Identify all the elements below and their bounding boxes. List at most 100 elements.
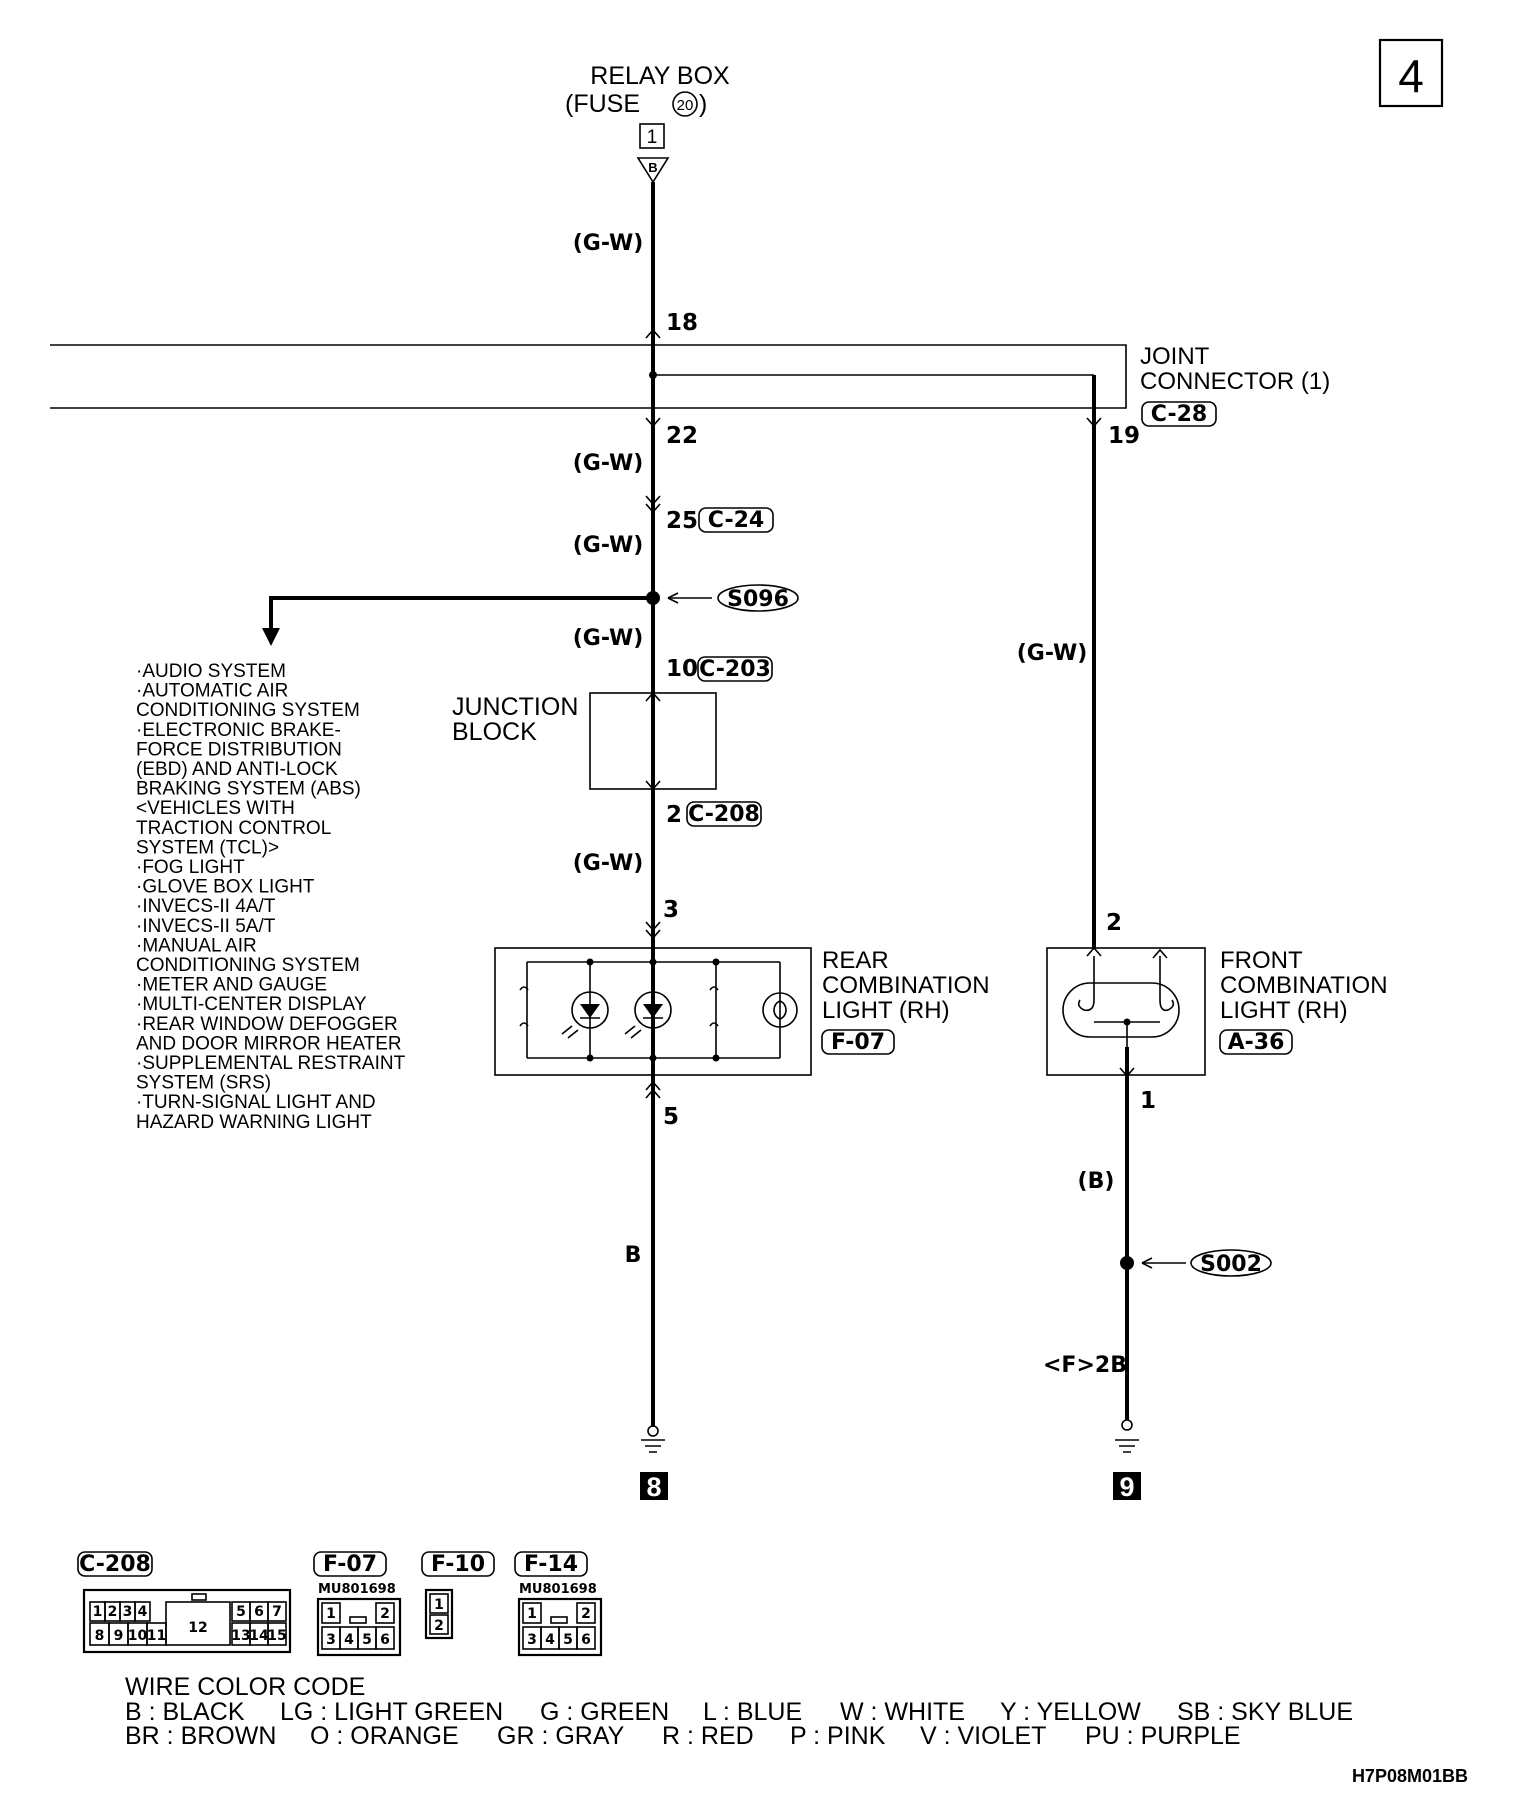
system-list-item: ·REAR WINDOW DEFOGGER [136, 1014, 398, 1035]
figure-code: H7P08M01BB [1352, 1766, 1468, 1786]
front-combination-light: 2 FRONT COMBINATION LIGHT (RH) A-36 1 [1046, 910, 1388, 1114]
led-icon [561, 991, 609, 1039]
connector-pin-number: 13 [231, 1628, 250, 1644]
rear-light-label-2: COMBINATION [822, 972, 990, 999]
system-list-item: ·AUDIO SYSTEM [136, 661, 286, 682]
joint-connector-label-2: CONNECTOR (1) [1140, 368, 1330, 395]
system-list-item: ·METER AND GAUGE [136, 975, 327, 996]
connector-cavity [134, 1601, 151, 1622]
wire-color-code-entry: SB : SKY BLUE [1177, 1698, 1353, 1726]
f07-view-part: MU801698 [318, 1582, 396, 1597]
rear-light-node-5 [649, 1054, 657, 1062]
f10-cells: 12 [429, 1593, 449, 1635]
ground-ref-box-right [1113, 1472, 1141, 1500]
rear-light-housing [494, 947, 812, 1076]
branch-arrow [262, 628, 280, 646]
system-list-item: ·MULTI-CENTER DISPLAY [136, 994, 367, 1015]
relay-terminal-box [639, 123, 665, 149]
wire-color-gw-3: (G-W) [573, 533, 644, 558]
connector-pin-number: 2 [380, 1606, 390, 1622]
connector-pin-number: 4 [545, 1632, 555, 1648]
system-list-item: HAZARD WARNING LIGHT [136, 1112, 372, 1133]
connector-pin-number: 2 [108, 1604, 118, 1620]
wire-color-code-entry: O : ORANGE [310, 1722, 459, 1750]
relay-box-fuse-label: (FUSE [565, 90, 640, 118]
connector-pin-number: 2 [434, 1618, 444, 1634]
rear-light-label-1: REAR [822, 947, 889, 974]
connector-pin-number: 3 [527, 1632, 537, 1648]
joint-node [649, 371, 657, 379]
wire-color-code-entry: LG : LIGHT GREEN [280, 1698, 503, 1726]
c208-view-body [82, 1588, 292, 1654]
f07-view-tag [313, 1551, 387, 1577]
connector-latch [349, 1616, 367, 1624]
relay-box: RELAY BOX (FUSE 20 ) 1 B [565, 62, 730, 184]
wire-color-code-entry: R : RED [662, 1722, 754, 1750]
joint-pin-18: 18 [666, 310, 698, 336]
c208-latch [191, 1593, 207, 1601]
c203-id: C-203 [699, 657, 771, 682]
relay-plug-triangle [636, 157, 670, 184]
wire-color-code-entry: Y : YELLOW [1000, 1698, 1141, 1726]
connector-view-f10: F-10 12 [421, 1551, 495, 1640]
rear-light-node-3 [712, 958, 720, 966]
front-bulb-outer [1062, 982, 1180, 1038]
relay-box-fuse-close: ) [699, 90, 707, 118]
s002-node [1120, 1256, 1134, 1270]
connector-pin-number: 3 [123, 1604, 133, 1620]
ground-ref-left: 8 [646, 1472, 661, 1502]
rear-light-node-6 [712, 1054, 720, 1062]
c28-tag [1141, 401, 1217, 427]
connector-cavity-large [165, 1601, 231, 1646]
front-light-aux-arrow [1152, 948, 1168, 959]
wire-color-code-entry: B : BLACK [125, 1698, 245, 1726]
system-list-item: CONDITIONING SYSTEM [136, 955, 360, 976]
wire-color-code-row-1: B : BLACK LG : LIGHT GREEN G : GREEN L : BL… [125, 1698, 1353, 1726]
wire-color-f2b: <F>2B [1043, 1353, 1127, 1378]
joint-connector-outline [50, 344, 1127, 409]
c203-tag [697, 656, 773, 682]
rear-light-in-marker [645, 921, 661, 940]
ground-ref-right: 9 [1119, 1472, 1134, 1502]
wire-color-code-entry: G : GREEN [540, 1698, 669, 1726]
connector-cavity [576, 1602, 596, 1624]
front-light-pin-2: 2 [1106, 910, 1122, 936]
connector-pin-number: 12 [188, 1620, 207, 1636]
front-light-label-1: FRONT [1220, 947, 1303, 974]
connector-pin-number: 6 [254, 1604, 264, 1620]
wire-color-gw-5: (G-W) [573, 851, 644, 876]
wire-color-code-entry: L : BLUE [703, 1698, 802, 1726]
ground-icon [1115, 1439, 1139, 1453]
c24-id: C-24 [708, 508, 764, 533]
jb-out-marker [645, 780, 661, 791]
connector-pin-number: 10 [128, 1628, 148, 1644]
connector-c24: 25 C-24 [645, 495, 774, 534]
front-light-in-marker [1086, 946, 1102, 957]
wire-color-code-entry: P : PINK [790, 1722, 886, 1750]
connector-cavity [522, 1602, 542, 1624]
a36-tag [1219, 1029, 1293, 1055]
s002-label: S002 [1200, 1252, 1262, 1277]
system-list-item: AND DOOR MIRROR HEATER [136, 1033, 402, 1054]
connector-pin-number: 4 [344, 1632, 354, 1648]
s096-label: S096 [727, 587, 789, 612]
front-light-out-marker [1119, 1067, 1135, 1078]
system-list-item: ·FOG LIGHT [136, 857, 245, 878]
f07-view-body [316, 1597, 402, 1657]
pin-marker-22 [645, 417, 661, 428]
ground-ring-icon [647, 1425, 659, 1437]
connector-pin-number: 14 [249, 1628, 269, 1644]
connector-pin-number: 1 [434, 1597, 444, 1613]
front-light-label-3: LIGHT (RH) [1220, 997, 1348, 1024]
system-list-item: (EBD) AND ANTI-LOCK [136, 759, 338, 780]
ground-icon [641, 1439, 665, 1453]
system-list-item: ·MANUAL AIR [136, 935, 257, 956]
connector-pin-number: 2 [581, 1606, 591, 1622]
system-list-item: CONDITIONING SYSTEM [136, 700, 360, 721]
wire-color-gw-2: (G-W) [573, 451, 644, 476]
